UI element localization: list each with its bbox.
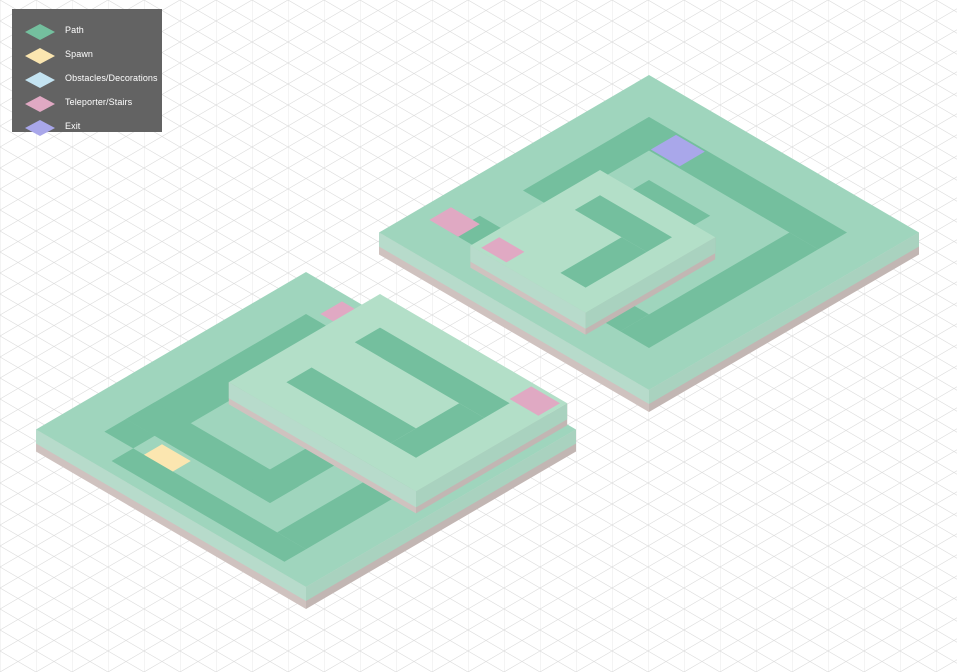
raised-bridge-west-top [228, 294, 568, 492]
bridge-path-1 [390, 403, 485, 458]
legend-item-path: Path [12, 21, 162, 45]
teleporter-center-b [481, 237, 525, 263]
west-path-7 [111, 448, 306, 562]
bridge-path-2 [286, 367, 416, 444]
legend-item-spawn: Spawn [12, 45, 162, 69]
legend-panel: Path Spawn Obstacles/Decorations Telepor… [12, 9, 162, 136]
exit-tile [650, 134, 705, 167]
east-path-1 [620, 232, 819, 348]
exit-swatch-icon [25, 120, 55, 136]
legend-item-teleporter: Teleporter/Stairs [12, 93, 162, 117]
legend-label-obstacles: Obstacles/Decorations [65, 73, 158, 83]
west-platform-side-right [306, 429, 576, 601]
spawn-tile [144, 444, 191, 472]
obstacles-swatch-icon [25, 72, 55, 88]
spawn-swatch-icon [25, 48, 55, 64]
bridge-east-path-1 [560, 237, 647, 288]
east-platform-side-left [379, 232, 649, 404]
east-path-3 [523, 117, 678, 208]
legend-label-teleporter: Teleporter/Stairs [65, 97, 133, 107]
legend-label-spawn: Spawn [65, 49, 94, 59]
teleporter-center-a [509, 386, 560, 416]
legend-label-exit: Exit [65, 121, 81, 131]
west-platform-side-left [36, 429, 306, 601]
teleporter-swatch-icon [25, 96, 55, 112]
east-platform-side-right [649, 232, 919, 404]
west-path-1 [126, 402, 299, 503]
raised-bridge-west-side-right [416, 403, 568, 508]
raised-bridge-east-side-left [470, 245, 586, 329]
raised-bridge-east-side-right [585, 237, 716, 329]
legend-label-path: Path [65, 25, 84, 35]
raised-bridge-east-top [470, 170, 716, 313]
west-path-6 [104, 419, 155, 449]
legend-item-obstacles: Obstacles/Decorations [12, 69, 162, 93]
teleporter-east-top [429, 207, 480, 237]
west-path-5 [277, 473, 407, 550]
bridge-path-0 [354, 327, 510, 418]
bridge-east-path-0 [574, 195, 672, 252]
west-path-0 [126, 314, 342, 440]
path-swatch-icon [25, 24, 55, 40]
legend-item-exit: Exit [12, 117, 162, 141]
raised-bridge-west-side-left [228, 382, 416, 508]
level-geometry [36, 75, 919, 609]
east-path-4 [620, 180, 711, 233]
